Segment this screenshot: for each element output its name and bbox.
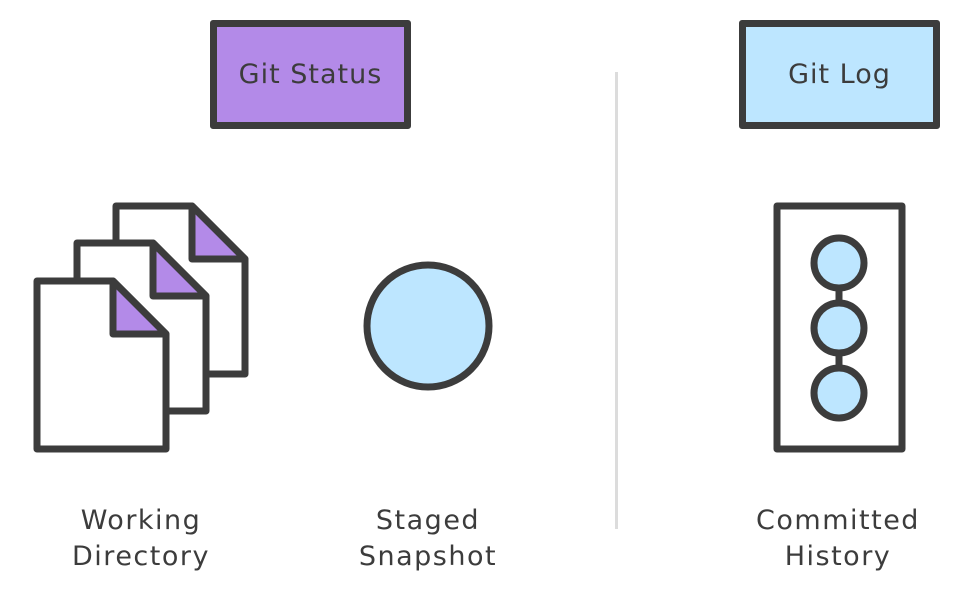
staged-snapshot-caption: Staged Snapshot (333, 503, 523, 575)
section-divider (615, 72, 618, 529)
git-status-box: Git Status (210, 20, 411, 129)
committed-history-caption: Committed History (743, 503, 933, 575)
committed-history-line1: Committed (756, 505, 920, 536)
stacked-files-icon (33, 202, 249, 453)
git-log-label: Git Log (788, 59, 891, 90)
working-directory-line2: Directory (72, 541, 210, 572)
staged-snapshot-line1: Staged (375, 505, 481, 536)
working-directory-line1: Working (80, 505, 202, 536)
snapshot-circle-icon (363, 261, 493, 391)
git-log-box: Git Log (739, 20, 940, 129)
committed-history-line2: History (784, 541, 892, 572)
commit-node (810, 364, 868, 422)
working-directory-caption: Working Directory (46, 503, 236, 575)
file-page-front (33, 277, 170, 453)
staged-snapshot-line2: Snapshot (358, 541, 498, 572)
commit-chain-icon (773, 202, 906, 453)
git-status-label: Git Status (238, 59, 383, 90)
commit-node (810, 299, 868, 357)
commit-node (810, 234, 868, 292)
